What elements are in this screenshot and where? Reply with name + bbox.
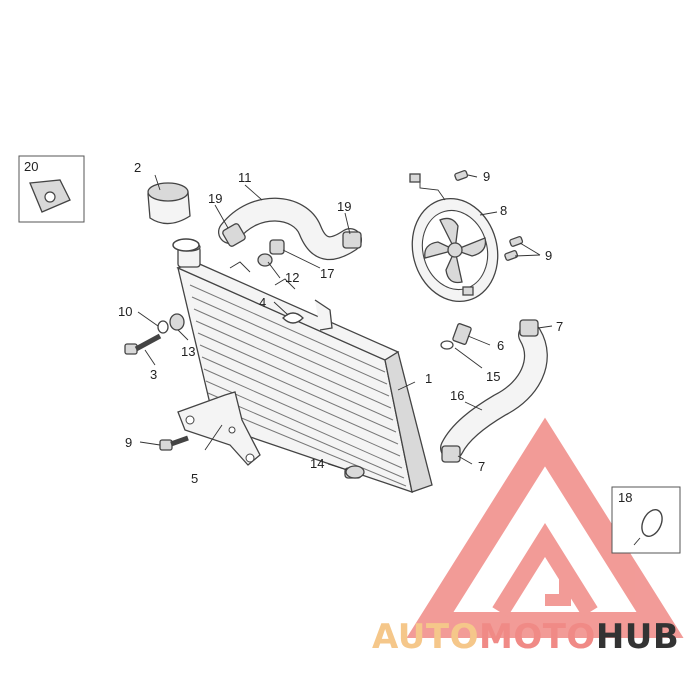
callout-16: 16 [450, 388, 464, 403]
grommet-13 [169, 313, 185, 331]
callout-1: 1 [425, 371, 432, 386]
callout-10: 10 [118, 304, 132, 319]
callout-18: 18 [618, 490, 632, 505]
bolt-3 [124, 333, 162, 355]
callout-9a: 9 [483, 169, 490, 184]
leader-lines [137, 174, 553, 471]
callout-15: 15 [486, 369, 500, 384]
fitting-17 [269, 239, 285, 255]
callout-3: 3 [150, 367, 157, 382]
washer-15 [440, 340, 454, 350]
callout-17: 17 [320, 266, 334, 281]
callout-11: 11 [238, 170, 252, 185]
callout-14: 14 [310, 456, 324, 471]
thermo-switch-6 [452, 323, 472, 345]
callout-9c: 9 [125, 435, 132, 450]
hose-11 [218, 197, 362, 261]
rubber-foot-14 [345, 465, 365, 479]
watermark-moto: MOTO [479, 617, 596, 657]
hose-16 [440, 319, 548, 463]
filler-cap [147, 182, 200, 252]
callout-19b: 19 [337, 199, 351, 214]
watermark-text: AUTOMOTOHUB [372, 617, 679, 657]
callout-13: 13 [181, 344, 195, 359]
callout-19a: 19 [208, 191, 222, 206]
part-18-box [611, 486, 681, 554]
part-20-box [18, 155, 85, 223]
callout-8: 8 [500, 203, 507, 218]
washer-10 [157, 320, 169, 334]
radiator-core [176, 242, 433, 493]
screw-9-right [504, 236, 524, 261]
clip-4 [282, 312, 304, 324]
watermark-auto: AUTO [372, 617, 479, 657]
callout-4: 4 [259, 295, 266, 310]
callout-5: 5 [191, 471, 198, 486]
callout-9b: 9 [545, 248, 552, 263]
cooling-fan [409, 173, 499, 303]
callout-7b: 7 [478, 459, 485, 474]
callout-12: 12 [285, 270, 299, 285]
radiator-fins [189, 284, 407, 487]
clip-nut-icon [29, 179, 71, 213]
bracket-5 [177, 391, 261, 466]
hose-clip-icon [633, 509, 663, 546]
screw-9-top [454, 170, 469, 181]
callout-6: 6 [497, 338, 504, 353]
triangle-m-logo-icon [406, 417, 684, 638]
callout-20: 20 [24, 159, 38, 174]
callout-2: 2 [134, 160, 141, 175]
callout-7a: 7 [556, 319, 563, 334]
bolt-9-bracket [159, 435, 189, 451]
watermark-hub: HUB [596, 617, 679, 657]
